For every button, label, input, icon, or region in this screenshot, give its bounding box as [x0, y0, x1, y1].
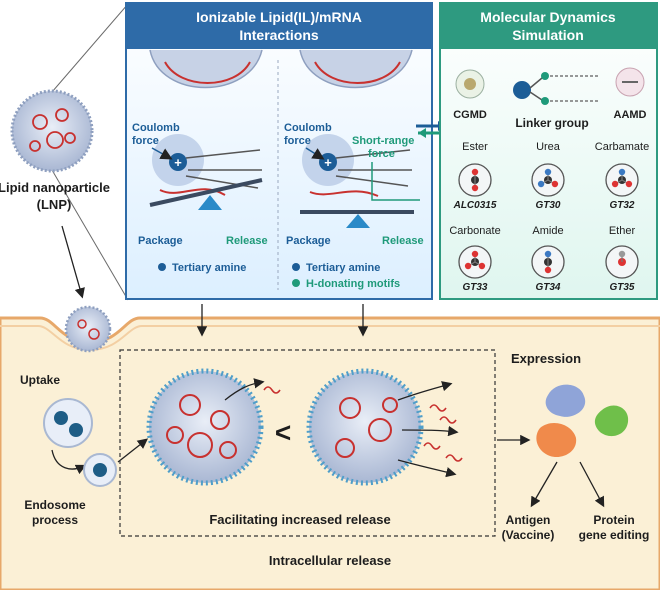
molecule-atom: [464, 262, 472, 270]
linker-molecule-icon: [513, 72, 600, 105]
endosome-label-2: process: [32, 513, 78, 527]
molecule-atom: [544, 266, 552, 274]
zoom-line-top: [51, 3, 129, 93]
h-donating-dot: [292, 279, 300, 287]
release-label-right: Release: [382, 235, 424, 247]
legend-h-donating: H-donating motifs: [306, 278, 400, 290]
molecule-atom: [625, 180, 633, 188]
coulomb-label-left-2: force: [132, 135, 159, 147]
antigen-label-2: (Vaccine): [502, 528, 555, 542]
coulomb-label-right-1: Coulomb: [284, 122, 332, 134]
linker-code: GT34: [535, 282, 560, 293]
molecule-atom: [618, 250, 626, 258]
package-label-right: Package: [286, 235, 331, 247]
short-range-label-1: Short-range: [352, 135, 414, 147]
endosome-2: [83, 453, 117, 487]
release-label-left: Release: [226, 235, 268, 247]
linker-code: GT33: [462, 282, 487, 293]
tertiary-amine-dot-left: [158, 263, 166, 271]
linker-name: Ester: [462, 141, 488, 153]
compare-symbol: <: [275, 417, 291, 448]
coulomb-label-left-1: Coulomb: [132, 122, 180, 134]
linker-name: Carbonate: [449, 225, 500, 237]
linker-name: Carbamate: [595, 141, 649, 153]
md-panel: Molecular Dynamics Simulation CGMD AAMD …: [439, 2, 658, 300]
endosome-to-release-arrow: [117, 438, 149, 463]
svg-text:+: +: [324, 155, 332, 170]
linker-name: Amide: [532, 225, 563, 237]
coulomb-label-right-2: force: [284, 135, 311, 147]
antigen-arrow: [530, 461, 558, 508]
protein-label-1: Protein: [593, 513, 634, 527]
package-label-left: Package: [138, 235, 183, 247]
legend-tertiary-right: Tertiary amine: [306, 262, 380, 274]
lnp-fragment-right: [299, 49, 413, 89]
linker-name: Ether: [609, 225, 636, 237]
release-comparison-box: [119, 349, 496, 537]
lnp-fragment-left: [149, 49, 263, 89]
protein-green: [594, 405, 629, 437]
lnp-label-1: Lipid nanoparticle: [0, 180, 110, 195]
svg-text:+: +: [174, 155, 182, 170]
protein-orange: [536, 423, 577, 458]
endosome-arrow: [51, 449, 87, 475]
molecule-atom: [551, 180, 559, 188]
molecule-atom: [471, 184, 479, 192]
md-title-line1: Molecular Dynamics: [480, 9, 616, 25]
cgmd-label: CGMD: [453, 109, 487, 121]
uptake-lnp: [64, 305, 112, 353]
protein-blue: [545, 384, 586, 417]
uptake-label: Uptake: [20, 373, 60, 387]
linker-code: GT30: [535, 200, 560, 211]
facilitating-label: Facilitating increased release: [209, 512, 390, 527]
interaction-right: + Coulomb force Short-range force Packag…: [284, 122, 424, 290]
zoom-line-bottom: [51, 169, 129, 301]
short-range-label-2: force: [368, 148, 395, 160]
molecule-atom: [544, 168, 552, 176]
linker-code: ALC0315: [453, 200, 497, 211]
expression-label: Expression: [511, 351, 581, 366]
interaction-left: + Coulomb force Package Release Tertiary…: [132, 122, 268, 274]
linker-name: Urea: [536, 141, 561, 153]
lnp-particle: [10, 89, 94, 173]
molecule-atom: [618, 168, 626, 176]
molecule-atom: [537, 180, 545, 188]
molecule-atom: [478, 262, 486, 270]
il-mrna-panel: Ionizable Lipid(IL)/mRNA Interactions + …: [125, 2, 433, 300]
lnp-label-2: (LNP): [37, 197, 72, 212]
release-lnp-right: [306, 368, 463, 486]
linker-code: GT35: [609, 282, 634, 293]
endosome-label-1: Endosome: [24, 498, 86, 512]
antigen-label-1: Antigen: [506, 513, 551, 527]
molecule-atom: [611, 180, 619, 188]
molecule-atom: [471, 250, 479, 258]
linker-code: GT32: [609, 200, 634, 211]
aamd-label: AAMD: [614, 109, 647, 121]
molecule-atom: [544, 250, 552, 258]
intracellular-label: Intracellular release: [269, 553, 391, 568]
release-lnp-left: [146, 368, 281, 486]
molecule-atom: [471, 168, 479, 176]
il-title-line2: Interactions: [239, 27, 319, 43]
md-title-line2: Simulation: [512, 27, 584, 43]
endosome-1: [43, 398, 93, 448]
protein-arrow: [579, 461, 605, 508]
protein-label-2: gene editing: [579, 528, 650, 542]
lnp-arrow-down: [61, 225, 85, 299]
legend-tertiary-left: Tertiary amine: [172, 262, 246, 274]
tertiary-amine-dot-right: [292, 263, 300, 271]
il-title-line1: Ionizable Lipid(IL)/mRNA: [196, 9, 362, 25]
linker-group-label: Linker group: [515, 116, 588, 130]
